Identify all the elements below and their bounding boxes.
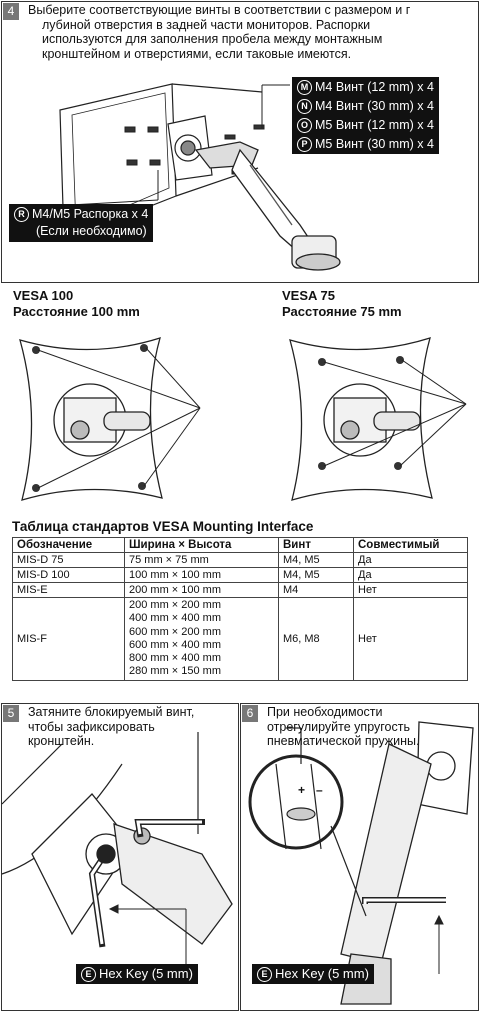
step5-illustration xyxy=(1,732,233,964)
letter-m-icon: M xyxy=(297,80,312,95)
vesa75-diagram xyxy=(289,337,467,501)
plus-sign: + xyxy=(298,783,306,797)
table-cell: M4, M5 xyxy=(278,567,354,583)
step6-number: 6 xyxy=(242,705,258,722)
vesa100-title: VESA 100 Расстояние 100 mm xyxy=(13,288,140,319)
step4-line: Выберите соответствующие винты в соответ… xyxy=(28,3,411,17)
letter-e-icon: E xyxy=(81,967,96,982)
table-cell: MIS-E xyxy=(12,582,125,598)
step6-panel xyxy=(240,703,479,1011)
arm-illustration xyxy=(194,141,341,271)
table-cell: M4 xyxy=(278,582,354,598)
letter-o-icon: O xyxy=(297,118,312,133)
table-row: MIS-F 200 mm × 200 mm 400 mm × 400 mm 60… xyxy=(12,597,468,681)
letter-n-icon: N xyxy=(297,99,312,114)
table-cell: 200 mm × 100 mm xyxy=(124,582,279,598)
vesa-plate-illustration xyxy=(167,115,213,181)
step5-panel xyxy=(1,703,239,1011)
vesa-table-title: Таблица стандартов VESA Mounting Interfa… xyxy=(12,519,314,534)
step4-line: используются для заполнения пробела межд… xyxy=(42,32,383,46)
minus-sign: – xyxy=(316,783,323,797)
step5-instructions: Затяните блокируемый винт, чтобы зафикси… xyxy=(28,705,195,748)
letter-r-icon: R xyxy=(14,207,29,222)
column-header: Винт xyxy=(278,537,354,553)
table-cell: M6, M8 xyxy=(278,597,354,681)
step4-illustration xyxy=(59,83,341,271)
letter-p-icon: P xyxy=(297,137,312,152)
table-cell: 75 mm × 75 mm xyxy=(124,552,279,568)
step4-line: кронштейном и отверстиями, если таковые … xyxy=(42,46,352,61)
column-header: Обозначение xyxy=(12,537,125,553)
table-cell: Нет xyxy=(353,597,468,681)
step5-number: 5 xyxy=(3,705,19,722)
table-cell: Да xyxy=(353,552,468,568)
table-row: MIS-E 200 mm × 100 mm M4 Нет xyxy=(12,582,468,598)
vesa75-title: VESA 75 Расстояние 75 mm xyxy=(282,288,402,319)
table-cell: M4, M5 xyxy=(278,552,354,568)
step6-instructions: При необходимости отрегулируйте упругост… xyxy=(267,705,420,748)
step4-panel xyxy=(1,1,479,283)
table-cell: MIS-D 100 xyxy=(12,567,125,583)
letter-e-icon: E xyxy=(257,967,272,982)
step4-instructions: Выберите соответствующие винты в соответ… xyxy=(28,3,478,61)
table-cell-sizes: 200 mm × 200 mm 400 mm × 400 mm 600 mm ×… xyxy=(124,597,279,681)
step4-number: 4 xyxy=(3,3,19,20)
table-cell: MIS-D 75 xyxy=(12,552,125,568)
table-row: MIS-D 75 75 mm × 75 mm M4, M5 Да xyxy=(12,552,468,568)
step6-illustration xyxy=(248,721,474,1005)
column-header: Совместимый xyxy=(353,537,468,553)
column-header: Ширина × Высота xyxy=(124,537,279,553)
table-cell: Да xyxy=(353,567,468,583)
table-cell: Нет xyxy=(353,582,468,598)
table-cell: MIS-F xyxy=(12,597,125,681)
vesa-standards-table: Обозначение Ширина × Высота Винт Совмест… xyxy=(12,537,468,681)
table-cell: 100 mm × 100 mm xyxy=(124,567,279,583)
table-header-row: Обозначение Ширина × Высота Винт Совмест… xyxy=(12,537,468,553)
step4-line: лубиной отверстия в задней части монитор… xyxy=(42,17,371,32)
vesa100-diagram xyxy=(19,337,201,501)
table-row: MIS-D 100 100 mm × 100 mm M4, M5 Да xyxy=(12,567,468,583)
